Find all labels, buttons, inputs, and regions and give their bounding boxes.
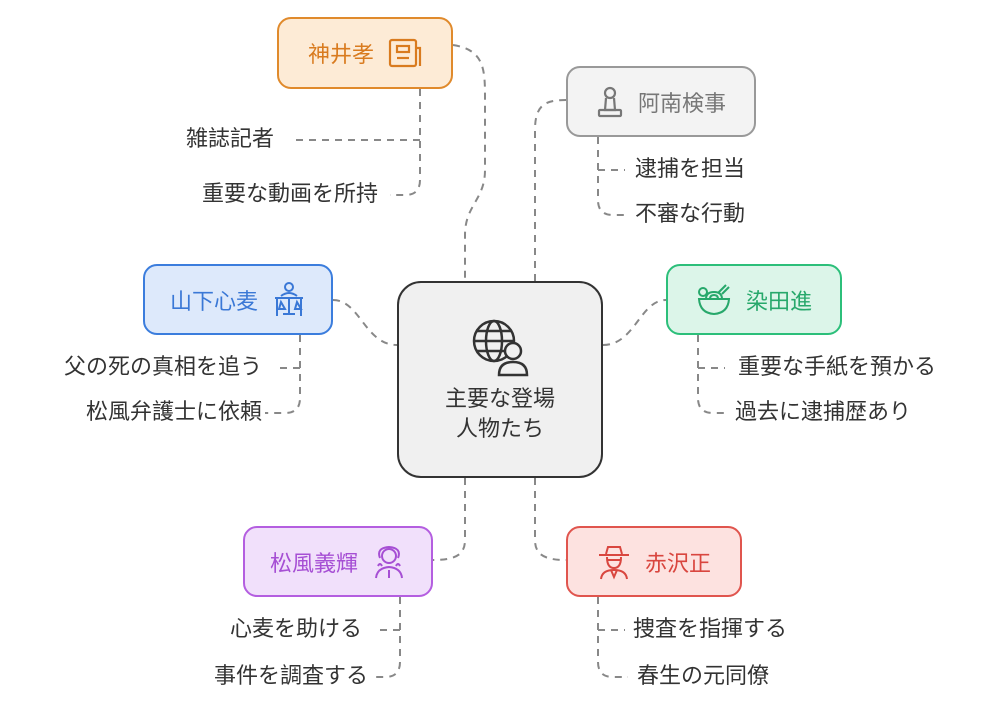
connector-yamashita bbox=[332, 299, 398, 346]
connector-akazawa-leaves bbox=[597, 597, 628, 678]
node-anan-label: 阿南検事 bbox=[637, 91, 726, 117]
central-topic[interactable]: 主要な登場 人物たち bbox=[397, 281, 603, 478]
node-someta[interactable]: 染田進 bbox=[666, 264, 842, 335]
central-topic-line2: 人物たち bbox=[455, 416, 544, 442]
connector-someta bbox=[602, 299, 667, 346]
connector-matsukaze bbox=[432, 478, 466, 561]
newspaper-icon bbox=[388, 38, 422, 68]
node-kamii-label: 神井孝 bbox=[307, 43, 374, 68]
connector-anan-leaves bbox=[597, 137, 625, 216]
node-someta-label: 染田進 bbox=[745, 289, 812, 315]
justice-icon bbox=[272, 281, 306, 318]
node-kamii[interactable]: 神井孝 bbox=[277, 17, 453, 89]
connector-akazawa bbox=[534, 478, 567, 561]
globe-person-icon bbox=[468, 315, 532, 379]
leaf-matsukaze-1: 心麦を助ける bbox=[229, 617, 362, 642]
connector-anan bbox=[534, 99, 567, 281]
leaf-akazawa-2: 春生の元同僚 bbox=[637, 664, 770, 689]
pawn-icon bbox=[596, 86, 624, 118]
connector-matsukaze-leaves bbox=[372, 597, 401, 678]
leaf-yamashita-1: 父の死の真相を追う bbox=[63, 355, 262, 380]
leaf-matsukaze-2: 事件を調査する bbox=[213, 664, 368, 689]
node-anan[interactable]: 阿南検事 bbox=[566, 66, 756, 137]
connector-kamii bbox=[452, 44, 486, 281]
leaf-anan-2: 不審な行動 bbox=[635, 202, 746, 227]
leaf-someta-1: 重要な手紙を預かる bbox=[738, 355, 937, 380]
node-akazawa-label: 赤沢正 bbox=[644, 551, 711, 577]
connector-yamashita-leaves bbox=[265, 335, 301, 414]
node-akazawa[interactable]: 赤沢正 bbox=[566, 526, 742, 597]
connector-kamii-leaves bbox=[290, 89, 421, 196]
node-matsukaze-label: 松風義輝 bbox=[269, 551, 358, 577]
central-topic-line1: 主要な登場 bbox=[444, 386, 555, 412]
person-icon bbox=[372, 544, 406, 580]
leaf-kamii-2: 重要な動画を所持 bbox=[201, 182, 378, 207]
leaf-kamii-1: 雑誌記者 bbox=[185, 127, 274, 152]
node-matsukaze[interactable]: 松風義輝 bbox=[243, 526, 433, 597]
detective-icon bbox=[597, 544, 631, 580]
connector-someta-leaves bbox=[697, 335, 728, 414]
leaf-akazawa-1: 捜査を指揮する bbox=[633, 617, 788, 642]
leaf-yamashita-2: 松風弁護士に依頼 bbox=[85, 400, 262, 425]
noodle-bowl-icon bbox=[696, 283, 732, 317]
node-yamashita-label: 山下心麦 bbox=[169, 289, 258, 315]
leaf-anan-1: 逮捕を担当 bbox=[635, 157, 746, 182]
node-yamashita[interactable]: 山下心麦 bbox=[143, 264, 333, 335]
leaf-someta-2: 過去に逮捕歴あり bbox=[735, 400, 912, 425]
